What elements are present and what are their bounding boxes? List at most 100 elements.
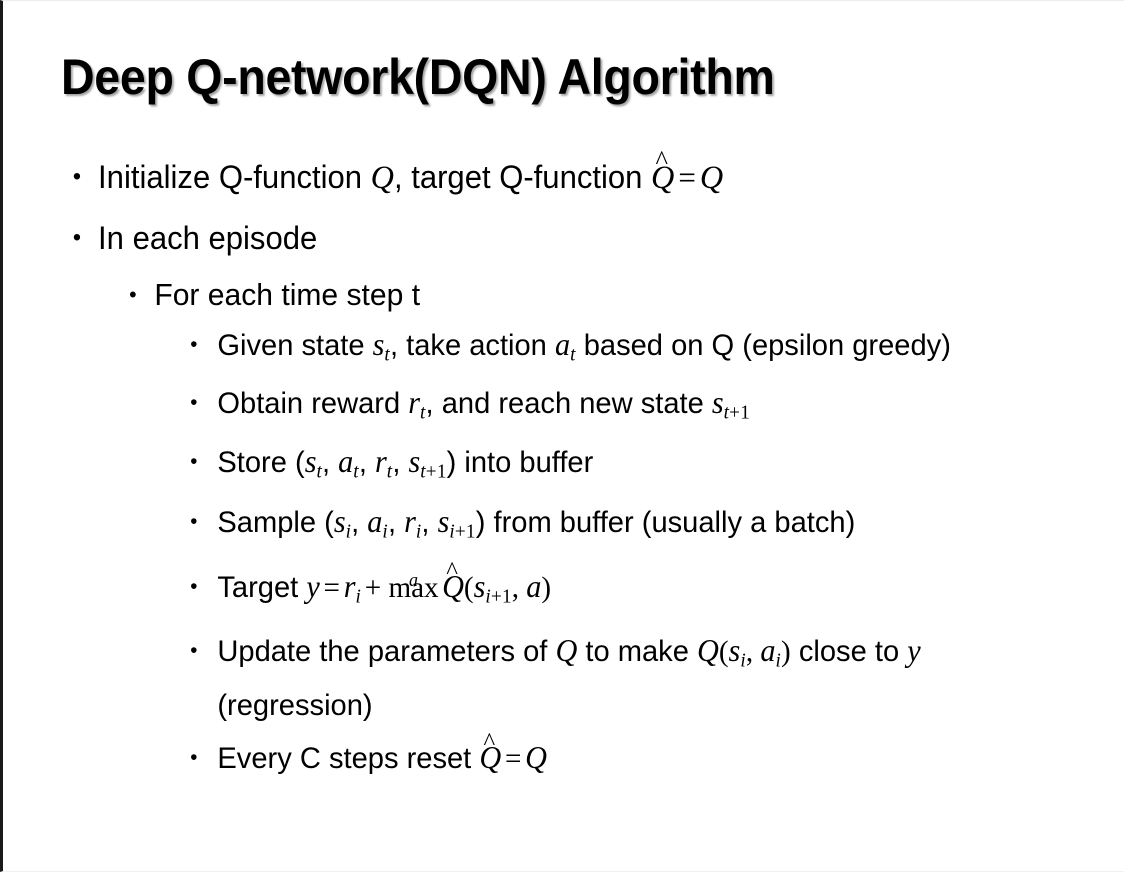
- text-run: to make: [577, 634, 697, 668]
- subscript-var: t: [420, 460, 426, 483]
- math-subscript: t+1: [420, 461, 446, 483]
- text-run: ) into buffer: [446, 446, 594, 480]
- text-run: , target Q-function: [393, 159, 652, 195]
- max-label: max: [388, 571, 439, 605]
- math-var-a: a: [367, 503, 383, 539]
- math-subscript: i+1: [449, 520, 475, 542]
- bullet-marker: •: [190, 450, 198, 474]
- math-var-s2: s: [437, 503, 450, 539]
- math-var-r: r: [375, 444, 387, 480]
- text-run: ,: [421, 505, 438, 539]
- math-paren-open: (: [718, 634, 729, 668]
- math-subscript: i: [740, 649, 746, 672]
- math-equals: =: [504, 742, 522, 776]
- subscript-offset: +1: [454, 520, 476, 543]
- math-equals: =: [323, 571, 340, 605]
- bullet-marker: •: [129, 282, 137, 307]
- math-var: Q: [651, 159, 675, 196]
- math-var-q: Q: [555, 632, 578, 668]
- math-var-q2: Q: [696, 632, 719, 668]
- text-run: Every C steps reset: [217, 742, 480, 776]
- bullet-marker: •: [190, 575, 198, 599]
- list-item-text: Given state st, take action at based on …: [217, 327, 951, 366]
- math-subscript: i+1: [485, 586, 511, 608]
- bullet-marker: •: [190, 746, 198, 770]
- text-run: , and reach new state: [425, 386, 712, 420]
- math-q-hat: ^Q: [442, 558, 464, 602]
- hat-accent: ^: [483, 726, 496, 756]
- math-paren-open: (: [463, 571, 474, 605]
- list-item-obtain-reward: • Obtain reward rt, and reach new state …: [3, 378, 1093, 438]
- math-comma: ,: [745, 634, 761, 668]
- math-var-a: a: [526, 569, 542, 605]
- list-item-reset-target: • Every C steps reset ^Q=Q: [3, 729, 1093, 788]
- math-var-q2: Q: [699, 159, 724, 196]
- math-var-a: a: [338, 444, 354, 480]
- math-subscript: t: [420, 401, 426, 424]
- list-item-text: Initialize Q-function Q, target Q-functi…: [98, 146, 724, 196]
- subscript-offset: +1: [729, 401, 750, 424]
- math-subscript: i: [415, 520, 422, 543]
- hat-accent: ^: [446, 555, 458, 585]
- hat-accent: ^: [655, 144, 668, 175]
- list-item-text: Obtain reward rt, and reach new state st…: [217, 384, 750, 424]
- math-var-r: r: [404, 503, 416, 539]
- text-run: ,: [351, 505, 368, 539]
- math-subscript: i: [775, 649, 782, 672]
- text-run: ,: [392, 446, 409, 480]
- math-subscript: i: [382, 520, 388, 543]
- text-run: (regression): [217, 689, 373, 723]
- page-title: Deep Q-network(DQN) Algorithm: [61, 49, 775, 105]
- math-var-s: s: [711, 384, 724, 420]
- math-equals: =: [678, 159, 696, 195]
- text-run: Target: [217, 571, 307, 605]
- subscript-var: i: [449, 520, 455, 543]
- list-item-text: Sample (si, ai, ri, si+1) from buffer (u…: [217, 503, 855, 543]
- text-run: ,: [322, 446, 339, 480]
- math-var-s: s: [333, 503, 346, 539]
- list-item-sample: • Sample (si, ai, ri, si+1) from buffer …: [3, 497, 1093, 557]
- math-var-s: s: [372, 327, 385, 362]
- math-plus: +: [364, 571, 382, 605]
- math-var-s: s: [728, 632, 741, 668]
- bullet-marker: •: [190, 390, 198, 414]
- math-q-hat: ^Q: [479, 729, 502, 776]
- subscript-var: i: [485, 585, 491, 608]
- math-subscript: t: [353, 460, 359, 483]
- bullet-marker: •: [190, 509, 198, 533]
- math-paren-close: ): [781, 634, 791, 668]
- math-subscript: t: [570, 343, 576, 366]
- math-comma: ,: [511, 571, 527, 605]
- math-var-s: s: [304, 444, 317, 480]
- math-subscript: t: [316, 460, 323, 483]
- math-var-s2: s: [408, 444, 421, 480]
- list-item-update: • Update the parameters of Q to make Q(s…: [3, 628, 1093, 730]
- math-subscript: i: [355, 585, 362, 608]
- text-run: close to: [790, 634, 908, 668]
- math-var-r: r: [343, 569, 356, 605]
- text-run: Update the parameters of: [217, 634, 556, 668]
- math-subscript: t: [384, 343, 390, 366]
- math-paren-close: ): [541, 571, 552, 605]
- math-var-y: y: [306, 569, 320, 605]
- text-run: based on Q (epsilon greedy): [575, 329, 951, 362]
- math-var: Q: [479, 740, 502, 776]
- list-item-text: In each episode: [98, 220, 318, 256]
- bullet-marker: •: [72, 224, 81, 251]
- list-item-store: • Store (st, at, rt, st+1) into buffer: [3, 437, 1093, 497]
- subscript-var: t: [723, 401, 730, 424]
- bullet-marker: •: [72, 163, 81, 190]
- math-subscript: t+1: [724, 401, 750, 423]
- bullet-marker: •: [190, 333, 198, 356]
- text-run: Obtain reward: [217, 386, 409, 420]
- list-item-text: Store (st, at, rt, st+1) into buffer: [217, 444, 594, 483]
- text-run: Sample (: [217, 505, 334, 539]
- bullet-list: • Initialize Q-function Q, target Q-func…: [3, 146, 1124, 788]
- list-item-initialize: • Initialize Q-function Q, target Q-func…: [3, 146, 1093, 208]
- list-item-timestep: • For each time step t: [3, 268, 1093, 322]
- text-run: ,: [387, 505, 405, 539]
- math-q-hat: ^Q: [651, 146, 675, 196]
- list-item-episode: • In each episode: [3, 208, 1093, 268]
